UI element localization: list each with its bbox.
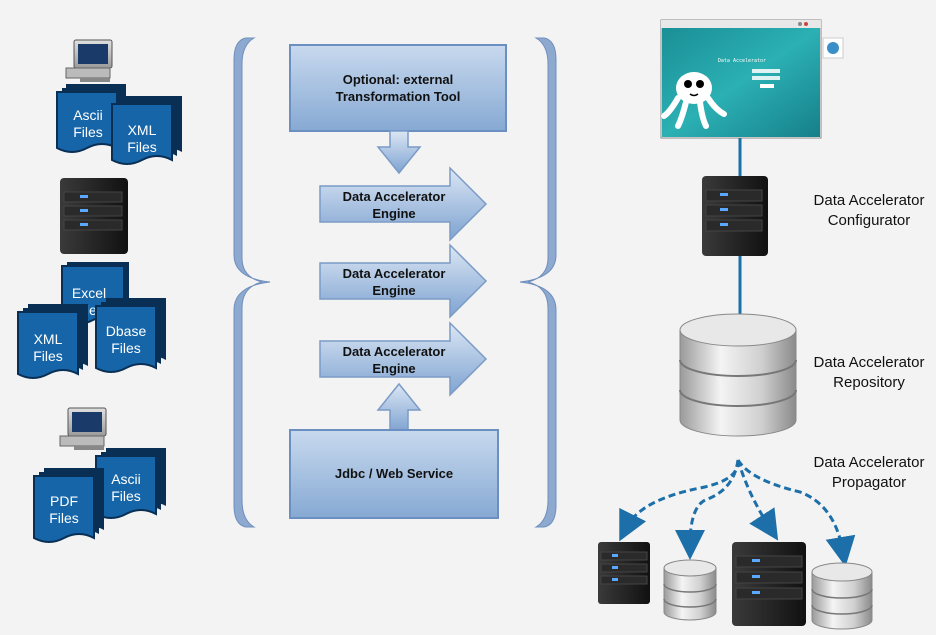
svg-text:Files: Files	[111, 488, 141, 504]
right-brace	[519, 37, 557, 528]
configurator-server-icon	[702, 176, 768, 256]
pdf-files-label: PDF	[50, 493, 78, 509]
dbase-files-label: Dbase	[106, 323, 147, 339]
xml-files-icon: XML Files	[17, 304, 88, 379]
svg-text:Files: Files	[127, 139, 157, 155]
ascii-files-icon-2: Ascii Files	[95, 448, 166, 519]
svg-text:Files: Files	[111, 340, 141, 356]
xml-files-icon: XML Files	[111, 96, 182, 165]
dbase-files-icon: Dbase Files	[95, 298, 166, 373]
svg-text:Files: Files	[49, 510, 79, 526]
pdf-files-icon: PDF Files	[33, 468, 104, 543]
target-server-icon	[598, 542, 650, 604]
svg-text:Files: Files	[73, 124, 103, 140]
configurator-label: Data Accelerator Configurator	[813, 192, 925, 229]
propagator-label: Data Accelerator Propagator	[813, 454, 925, 491]
repository-database-icon	[679, 313, 797, 437]
transformation-tool-label: Optional: external	[343, 72, 454, 87]
engine-label-3: Data Accelerator	[343, 344, 446, 359]
engine-arrow-1: Data Accelerator Engine	[319, 166, 488, 242]
ascii-files-label-2: Ascii	[111, 471, 141, 487]
svg-text:Engine: Engine	[372, 206, 415, 221]
desktop-computer-icon-2	[59, 407, 107, 450]
svg-text:Transformation Tool: Transformation Tool	[336, 89, 461, 104]
down-arrow-icon	[376, 130, 422, 175]
logo-icon	[822, 37, 844, 59]
jdbc-web-service-box: Jdbc / Web Service	[289, 429, 499, 519]
engine-label-2: Data Accelerator	[343, 266, 446, 281]
svg-text:Engine: Engine	[372, 283, 415, 298]
jdbc-web-service-label: Jdbc / Web Service	[335, 466, 453, 481]
engine-label-1: Data Accelerator	[343, 189, 446, 204]
configurator-screenshot: Data Accelerator	[660, 19, 822, 139]
svg-text:Files: Files	[33, 348, 63, 364]
repository-label: Data Accelerator Repository	[813, 354, 925, 391]
excel-files-label: Excel	[72, 285, 106, 301]
engine-arrow-3: Data Accelerator Engine	[319, 321, 488, 397]
target-database-icon	[663, 559, 717, 621]
up-arrow-icon	[376, 382, 422, 433]
xml-files-label: XML	[128, 122, 157, 138]
transformation-tool-box: Optional: external Transformation Tool	[289, 44, 507, 132]
desktop-computer-icon	[65, 39, 113, 82]
target-database-icon-2	[811, 562, 873, 630]
svg-text:Engine: Engine	[372, 361, 415, 376]
propagation-arrows	[619, 459, 856, 567]
ascii-files-label: Ascii	[73, 107, 103, 123]
left-brace	[233, 37, 271, 528]
server-icon	[60, 178, 128, 254]
target-server-icon-2	[732, 542, 806, 626]
xml-files-label-2: XML	[34, 331, 63, 347]
screenshot-title: Data Accelerator	[718, 58, 766, 64]
octopus-logo-icon	[661, 72, 727, 129]
engine-arrow-2: Data Accelerator Engine	[319, 243, 488, 319]
